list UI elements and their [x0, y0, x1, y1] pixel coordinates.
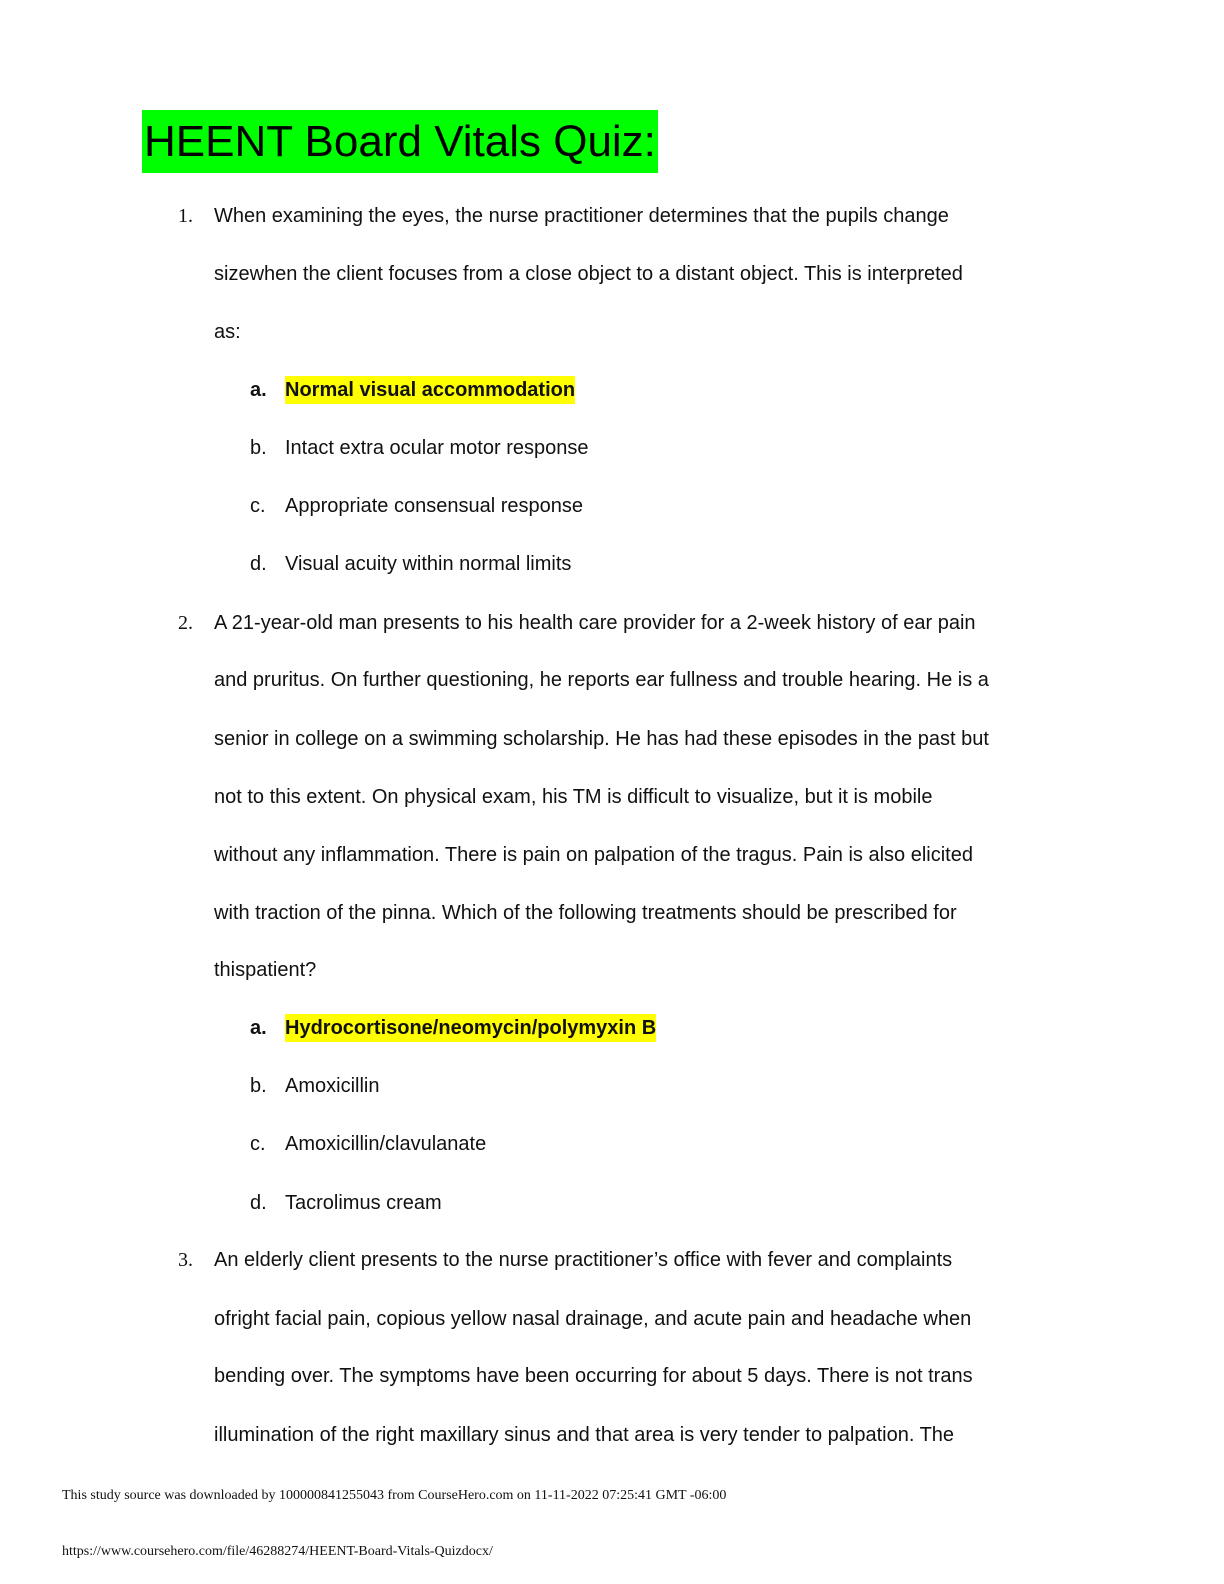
question-2-option-a-correct-answer: Hydrocortisone/neomycin/polymyxin B — [285, 1014, 657, 1042]
question-2-option-c: Amoxicillin/clavulanate — [285, 1133, 487, 1155]
question-1-option-d: Visual acuity within normal limits — [285, 553, 572, 575]
question-2-text-line: without any inflammation. There is pain … — [214, 844, 973, 866]
question-3-text-line: An elderly client presents to the nurse … — [214, 1249, 953, 1271]
question-3-text-line: ofright facial pain, copious yellow nasa… — [214, 1308, 972, 1330]
question-2-text-line: senior in college on a swimming scholars… — [214, 728, 989, 750]
question-2-option-b-letter: b. — [250, 1075, 267, 1097]
download-source-notice: This study source was downloaded by 1000… — [62, 1488, 727, 1503]
question-2-option-a-letter: a. — [250, 1017, 267, 1039]
question-2-text-line: with traction of the pinna. Which of the… — [214, 902, 957, 924]
question-1-option-c-letter: c. — [250, 495, 266, 517]
question-1-option-c: Appropriate consensual response — [285, 495, 583, 517]
question-1-text-line: When examining the eyes, the nurse pract… — [214, 205, 949, 227]
question-2-text-line: thispatient? — [214, 959, 317, 981]
question-1-option-a-correct-answer: Normal visual accommodation — [285, 376, 576, 404]
question-1-number: 1. — [178, 205, 193, 227]
question-1-text-line: sizewhen the client focuses from a close… — [214, 263, 963, 285]
question-2-number: 2. — [178, 612, 193, 634]
question-3-text-line: illumination of the right maxillary sinu… — [214, 1424, 955, 1446]
question-2-text-line: A 21-year-old man presents to his health… — [214, 612, 976, 634]
source-url-link[interactable]: https://www.coursehero.com/file/46288274… — [62, 1544, 493, 1559]
page-title: HEENT Board Vitals Quiz: — [142, 110, 658, 173]
question-1-option-b-letter: b. — [250, 437, 267, 459]
question-3-number: 3. — [178, 1249, 193, 1271]
question-2-text-line: and pruritus. On further questioning, he… — [214, 669, 989, 691]
question-1-option-b: Intact extra ocular motor response — [285, 437, 589, 459]
question-2-text-line: not to this extent. On physical exam, hi… — [214, 786, 933, 808]
question-2-option-d: Tacrolimus cream — [285, 1192, 442, 1214]
question-1-option-d-letter: d. — [250, 553, 267, 575]
question-3-text-line: bending over. The symptoms have been occ… — [214, 1365, 973, 1387]
question-1-text-line: as: — [214, 321, 241, 343]
question-2-option-b: Amoxicillin — [285, 1075, 380, 1097]
question-1-option-a-letter: a. — [250, 379, 267, 401]
question-2-option-c-letter: c. — [250, 1133, 266, 1155]
question-2-option-d-letter: d. — [250, 1192, 267, 1214]
